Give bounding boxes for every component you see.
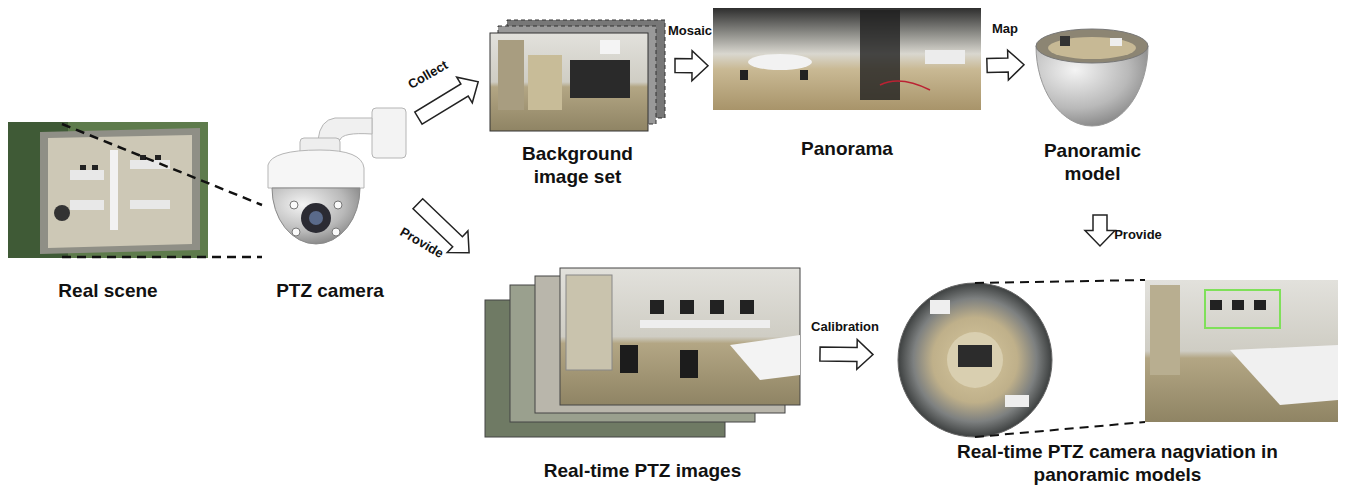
arrow-label: Mosaic [668,23,712,38]
panoramic-model-picture [1036,29,1148,126]
ptz-camera-picture [268,108,406,244]
block-arrow [820,339,873,369]
caption: Panoramic model [1032,140,1154,185]
block-arrow [675,51,708,81]
arrow-label: Calibration [811,319,879,334]
caption: Real-time PTZ camera nagviation in panor… [940,441,1296,486]
picture-node: Real-time PTZ camera nagviation in panor… [895,278,1340,486]
arrow-label: Map [992,21,1018,36]
caption: Real scene [58,280,157,302]
panorama-picture [713,8,981,110]
caption: Background image set [503,143,653,188]
caption: PTZ camera [276,280,384,302]
block-arrow [1085,215,1115,246]
caption: Real-time PTZ images [544,460,741,482]
picture-node: PTZ camera [245,100,415,302]
picture-node: Real scene [8,120,208,302]
arrow-label: Collect [405,57,450,92]
arrow-label: Provide [1114,227,1162,242]
picture-node: Panorama [713,8,981,160]
block-arrow [987,50,1024,80]
picture-node: Real-time PTZ images [485,268,800,482]
background-image-set-picture [490,20,665,131]
caption: Panorama [801,138,893,160]
real-time-images-picture [485,268,800,437]
real-scene-picture [8,122,262,258]
picture-node: Background image set [485,18,670,188]
navigation-picture [898,280,1338,437]
picture-node: Panoramic model [1030,20,1155,185]
